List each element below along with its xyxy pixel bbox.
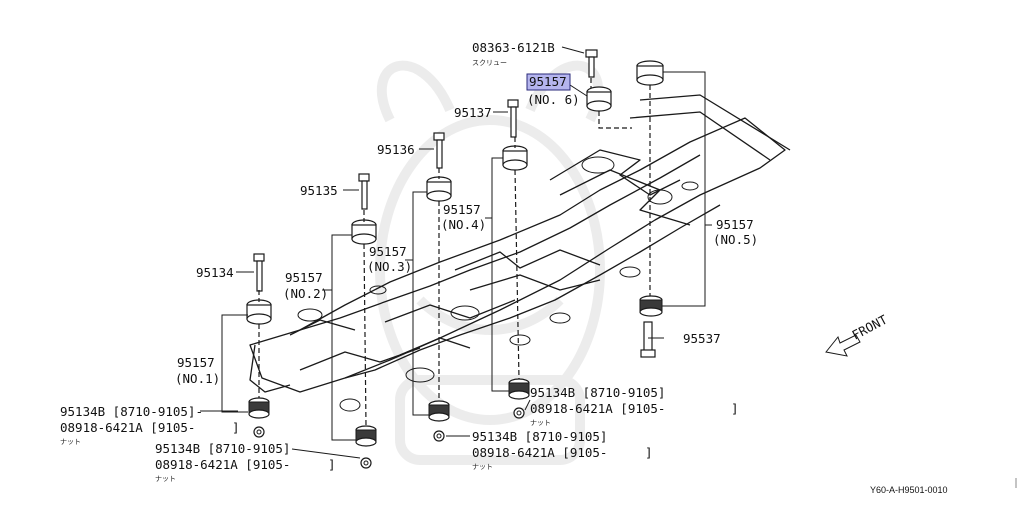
nut-group-4: 95134B [8710-9105] 08918-6421A [9105- ] …	[530, 385, 739, 427]
nut-bracket-4: ]	[731, 401, 739, 416]
label-95157-no5: 95157	[716, 217, 754, 232]
label-no4: (NO.4)	[441, 217, 486, 232]
screw-08363-6121b	[585, 49, 598, 78]
label-95157-no1: 95157	[177, 355, 215, 370]
label-no2: (NO.2)	[283, 286, 328, 301]
mount-bottom-2	[355, 425, 377, 447]
nut-label-4: 95134B [8710-9105]	[530, 385, 665, 400]
leader-lines	[200, 46, 712, 459]
mount-bottom-4	[508, 378, 530, 400]
label-95137: 95137	[454, 105, 492, 120]
nut-bracket-2: ]	[328, 457, 336, 472]
nut-label-1: 95134B [8710-9105]-	[60, 404, 203, 419]
mount-95157-no4-top	[502, 145, 528, 171]
nut-alt-label-4: 08918-6421A [9105-	[530, 401, 665, 416]
mount-95157-no5-top	[636, 60, 664, 86]
nut-note-2: ナット	[155, 475, 176, 483]
nut-label-2: 95134B [8710-9105]	[155, 441, 290, 456]
label-no3: (NO.3)	[367, 259, 412, 274]
label-95136: 95136	[377, 142, 415, 157]
nut-note-1: ナット	[60, 438, 81, 446]
mount-95157-no6	[586, 86, 612, 112]
chassis-frame	[249, 94, 791, 412]
mount-95157-no3	[351, 219, 377, 245]
mount-95157-no4	[426, 176, 452, 202]
bolt-95537	[640, 321, 656, 358]
mount-bottom-1	[248, 397, 270, 419]
mount-bottom-3	[428, 400, 450, 422]
alignment-lines	[258, 78, 651, 427]
bolt-95137	[507, 99, 519, 138]
label-no5: (NO.5)	[713, 232, 758, 247]
nut-label-3: 95134B [8710-9105]	[472, 429, 607, 444]
nut-alt-label-1: 08918-6421A [9105-	[60, 420, 195, 435]
label-08363-6121b: 08363-6121B	[472, 40, 555, 55]
label-no1: (NO.1)	[175, 371, 220, 386]
nut-note-4: ナット	[530, 419, 551, 427]
nut-group-2: 95134B [8710-9105] 08918-6421A [9105- ] …	[155, 441, 336, 483]
label-95134: 95134	[196, 265, 234, 280]
bolt-95135	[358, 173, 370, 210]
front-label: FRONT	[849, 312, 890, 343]
diagram-id: Y60-A-H9501-0010	[870, 485, 948, 495]
highlight-95157-no6[interactable]	[526, 73, 571, 91]
nut-note-3: ナット	[472, 463, 493, 471]
label-no6: (NO. 6)	[527, 92, 580, 107]
nut-4	[513, 407, 525, 419]
nut-alt-label-3: 08918-6421A [9105-	[472, 445, 607, 460]
nut-3	[433, 430, 445, 442]
nut-alt-label-2: 08918-6421A [9105-	[155, 457, 290, 472]
label-95157-no6[interactable]: 95157	[529, 74, 567, 89]
nut-group-1: 95134B [8710-9105]- 08918-6421A [9105- ]…	[60, 404, 240, 446]
label-95135: 95135	[300, 183, 338, 198]
nut-1	[253, 426, 265, 438]
mount-95157-no1	[246, 299, 272, 325]
label-95157-no3: 95157	[369, 244, 407, 259]
bolt-95136	[433, 132, 445, 169]
label-screw-note: スクリュー	[472, 59, 507, 67]
label-95157-no4: 95157	[443, 202, 481, 217]
mount-bottom-5	[639, 295, 663, 317]
bolt-95134	[253, 253, 265, 292]
front-arrow-icon	[825, 334, 861, 357]
label-95157-no2: 95157	[285, 270, 323, 285]
nut-bracket-3: ]	[645, 445, 653, 460]
label-95537: 95537	[683, 331, 721, 346]
nut-group-3: 95134B [8710-9105] 08918-6421A [9105- ] …	[472, 429, 653, 471]
nut-2	[360, 457, 372, 469]
nut-bracket-1: ]	[232, 420, 240, 435]
